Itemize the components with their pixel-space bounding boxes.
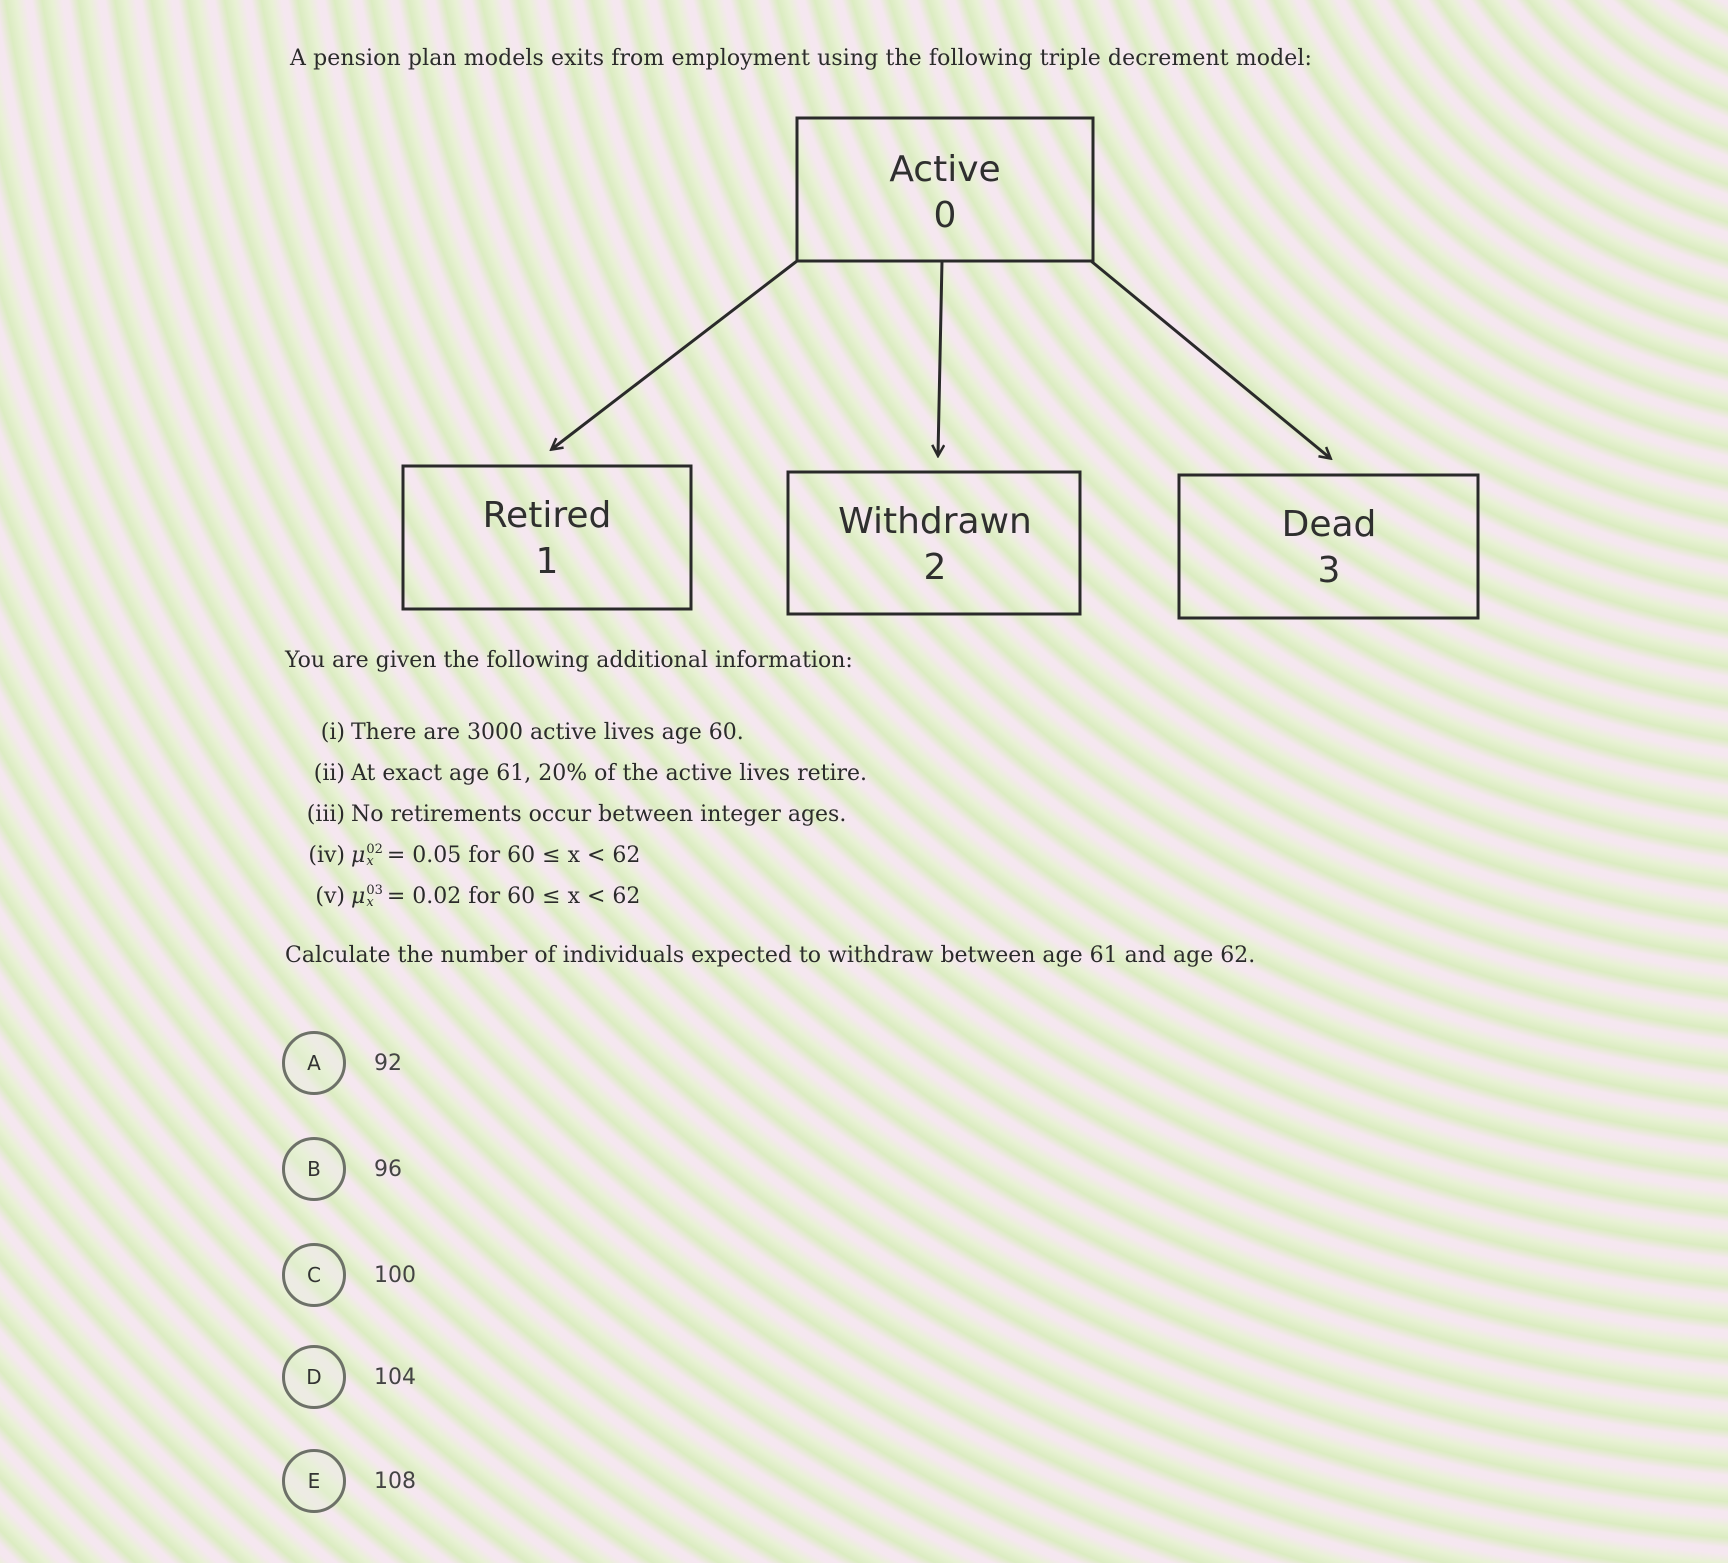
state-retired-box [401, 464, 693, 611]
option-a-value: 92 [374, 1050, 402, 1076]
mu-subscript: x [366, 894, 374, 910]
state-withdrawn-name: Withdrawn [838, 501, 1032, 542]
option-d[interactable]: D 104 [282, 1345, 416, 1409]
mu-symbol: μ [351, 884, 366, 909]
fact-number: (ii) [313, 761, 345, 786]
state-active-index: 0 [934, 195, 957, 236]
facts-list: (i) There are 3000 active lives age 60. … [300, 712, 867, 917]
triple-decrement-diagram: Active 0 Retired 1 Withdrawn 2 Dead 3 [401, 116, 1480, 620]
fact-text: There are 3000 active lives age 60. [351, 720, 744, 745]
state-active-name: Active [889, 149, 1000, 190]
state-retired-index: 1 [536, 541, 559, 582]
fact-number: (i) [320, 720, 345, 745]
arrow-active-to-dead [1090, 259, 1330, 458]
option-b-value: 96 [374, 1156, 402, 1182]
option-c-value: 100 [374, 1262, 416, 1288]
arrow-active-to-withdrawn [938, 260, 942, 455]
state-retired-name: Retired [483, 495, 612, 536]
option-d-bubble[interactable]: D [282, 1345, 346, 1409]
state-dead: Dead 3 [1177, 473, 1480, 620]
mu-superscript: 02 [366, 841, 383, 857]
option-b-bubble[interactable]: B [282, 1137, 346, 1201]
force-of-withdrawal-symbol: μ 02 x [351, 835, 383, 876]
fact-text: = 0.05 for 60 ≤ x < 62 [386, 843, 641, 868]
arrow-active-to-retired [552, 259, 798, 449]
force-of-death-symbol: μ 03 x [351, 876, 383, 917]
option-c[interactable]: C 100 [282, 1243, 416, 1307]
fact-text: = 0.02 for 60 ≤ x < 62 [386, 884, 641, 909]
fact-number: (iv) [308, 843, 345, 868]
state-retired: Retired 1 [401, 464, 693, 611]
option-a-bubble[interactable]: A [282, 1031, 346, 1095]
fact-item: (v) μ 03 x = 0.02 for 60 ≤ x < 62 [300, 876, 867, 917]
fact-text: At exact age 61, 20% of the active lives… [351, 761, 868, 786]
mu-indices: 02 x [366, 841, 383, 869]
option-d-value: 104 [374, 1364, 416, 1390]
fact-item: (ii) At exact age 61, 20% of the active … [300, 753, 867, 794]
fact-number: (iii) [306, 802, 345, 827]
state-withdrawn-box [786, 470, 1082, 616]
state-dead-box [1177, 473, 1480, 620]
option-e-value: 108 [374, 1468, 416, 1494]
option-e[interactable]: E 108 [282, 1449, 416, 1513]
question-prompt: Calculate the number of individuals expe… [285, 943, 1256, 968]
option-a[interactable]: A 92 [282, 1031, 402, 1095]
state-withdrawn: Withdrawn 2 [786, 470, 1082, 616]
state-active-box [795, 116, 1095, 263]
fact-item: (iii) No retirements occur between integ… [300, 794, 867, 835]
mu-subscript: x [366, 853, 374, 869]
mu-superscript: 03 [366, 882, 383, 898]
mu-symbol: μ [351, 843, 366, 868]
option-b[interactable]: B 96 [282, 1137, 402, 1201]
state-withdrawn-index: 2 [924, 547, 947, 588]
fact-item: (i) There are 3000 active lives age 60. [300, 712, 867, 753]
state-dead-index: 3 [1318, 550, 1341, 591]
mu-indices: 03 x [366, 882, 383, 910]
option-c-bubble[interactable]: C [282, 1243, 346, 1307]
option-e-bubble[interactable]: E [282, 1449, 346, 1513]
given-intro: You are given the following additional i… [285, 648, 853, 673]
fact-text: No retirements occur between integer age… [351, 802, 847, 827]
state-dead-name: Dead [1282, 504, 1377, 545]
fact-number: (v) [315, 884, 345, 909]
state-active: Active 0 [795, 116, 1095, 263]
intro-text: A pension plan models exits from employm… [290, 46, 1313, 71]
fact-item: (iv) μ 02 x = 0.05 for 60 ≤ x < 62 [300, 835, 867, 876]
